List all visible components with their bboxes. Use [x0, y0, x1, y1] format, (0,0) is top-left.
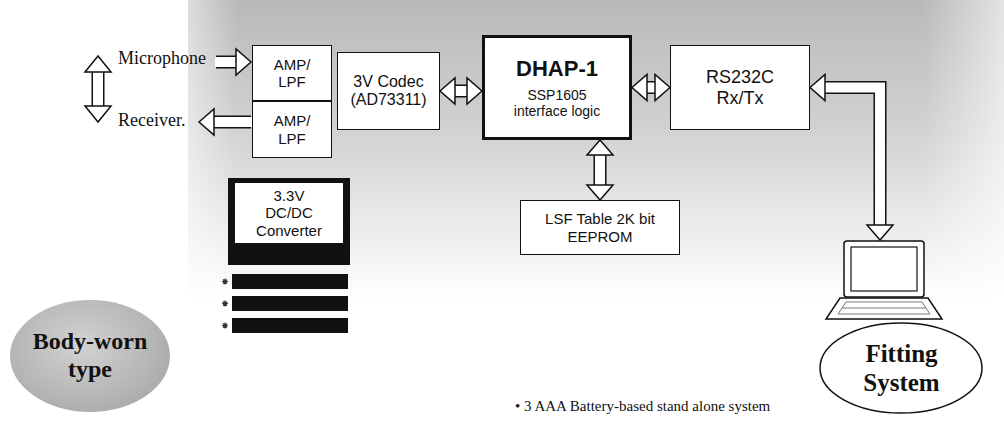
hollow-arrow [440, 78, 482, 104]
node-title: AMP/ LPF [266, 56, 318, 91]
serial-port-box: RS232C Rx/Tx [670, 45, 810, 130]
node-title: 3.3V DC/DC Converter [252, 187, 326, 239]
type-badge: Body-worn type [10, 300, 170, 412]
eeprom-box: LSF Table 2K bit EEPROM [520, 200, 680, 255]
converter-panel: 3.3V DC/DC Converter [235, 183, 343, 243]
arrow-head [810, 75, 825, 101]
node-title: Body-worn type [25, 328, 155, 383]
laptop-icon [826, 241, 942, 319]
fitting-ellipse: Fitting System [818, 240, 985, 415]
node-subtitle: SSP1605 interface logic [503, 87, 611, 119]
node-title: DHAP-1 [516, 56, 598, 81]
arrow-head [632, 75, 647, 101]
amp-lpf-box: AMP/ LPF [252, 45, 332, 101]
node-title: RS232C Rx/Tx [694, 67, 786, 108]
receiver-arrow [199, 109, 252, 135]
arrow-head [587, 140, 613, 155]
acoustic-double-arrow [85, 56, 111, 122]
microphone-arrow [215, 49, 251, 75]
arrow-body [595, 154, 605, 186]
arrow-head [655, 75, 670, 101]
fitting-text-area: Fitting System [818, 330, 985, 408]
arrow-outline [594, 154, 607, 186]
arrow-head [467, 78, 482, 104]
hollow-arrow [810, 75, 893, 241]
shaded-band [188, 0, 1004, 300]
input-label: Microphone [118, 48, 206, 69]
node-title: LSF Table 2K bit EEPROM [530, 210, 670, 245]
node-title: 3V Codec (AD73311) [345, 73, 433, 110]
amp-lpf-box: AMP/ LPF [252, 101, 332, 158]
aaa-batteries [222, 274, 348, 333]
node-title: Fitting System [837, 340, 967, 398]
processor-box: DHAP-1SSP1605 interface logic [482, 35, 632, 140]
note-text: • 3 AAA Battery-based stand alone system [515, 398, 770, 415]
arrow-outline [454, 85, 468, 98]
hollow-arrow [632, 75, 670, 101]
arrow-body [454, 86, 468, 96]
output-label: Receiver. [118, 110, 185, 131]
arrow-body [824, 88, 880, 227]
arrow-head [867, 225, 893, 240]
arrow-outline [824, 88, 880, 227]
codec-box: 3V Codec (AD73311) [337, 52, 440, 130]
power-converter: 3.3V DC/DC Converter [228, 178, 350, 265]
hollow-arrow [587, 140, 613, 200]
node-title: AMP/ LPF [266, 112, 318, 147]
fitting-ellipse-outline [820, 323, 982, 413]
band-fade [188, 0, 1004, 300]
arrow-head [440, 78, 455, 104]
arrow-head [587, 185, 613, 200]
